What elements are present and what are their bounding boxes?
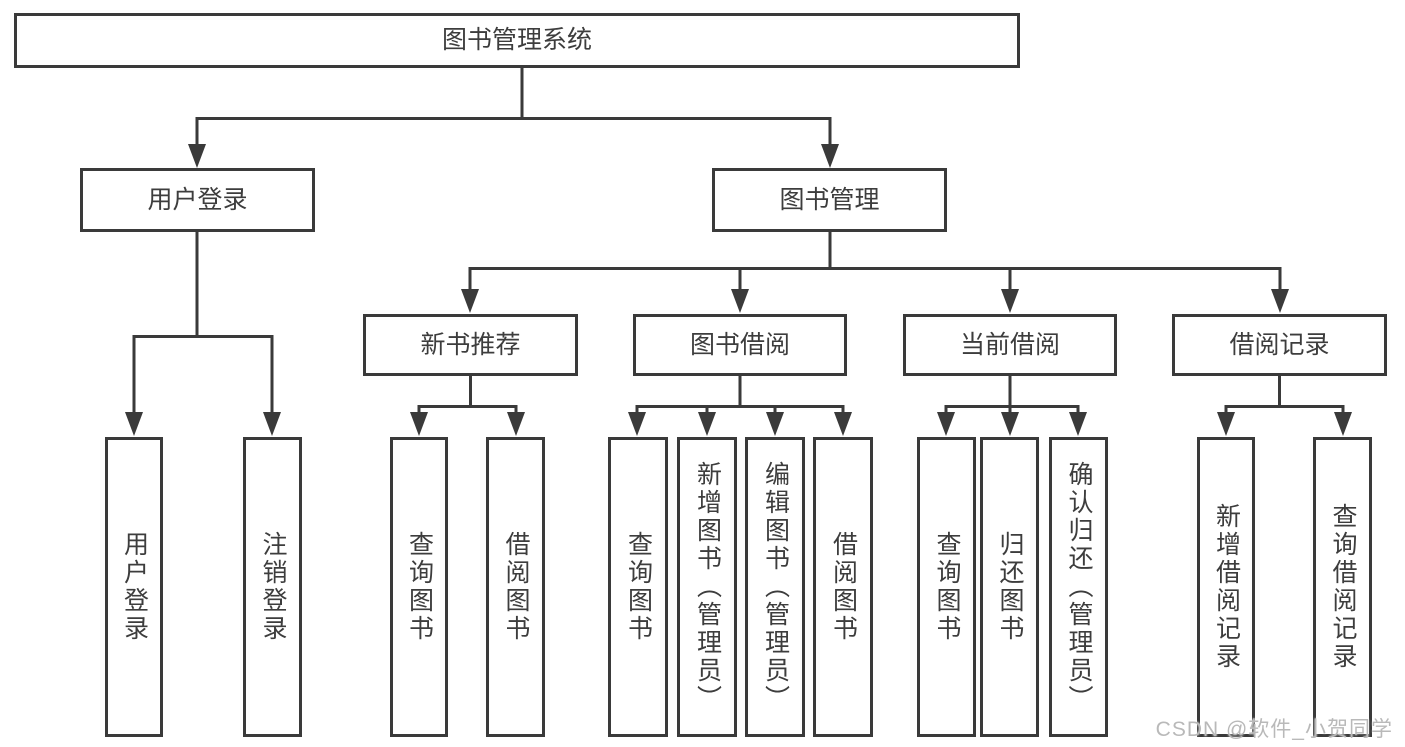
node-label: 编辑图书（管理员） <box>761 461 790 713</box>
arrowheads <box>125 144 1352 436</box>
node-label: 新增借阅记录 <box>1212 503 1241 671</box>
node-new-book-recommend: 新书推荐 <box>363 314 578 376</box>
leaf-add-book-admin: 新增图书（管理员） <box>677 437 737 737</box>
leaf-borrow-books-recommend: 借阅图书 <box>486 437 545 737</box>
node-label: 图书管理系统 <box>441 26 592 55</box>
csdn-watermark: CSDN @软件_小贺同学 <box>1155 718 1393 741</box>
leaf-confirm-return-admin: 确认归还（管理员） <box>1049 437 1108 737</box>
node-label: 新书推荐 <box>420 330 521 359</box>
leaf-add-borrow-record: 新增借阅记录 <box>1197 437 1255 737</box>
node-borrow-records: 借阅记录 <box>1172 314 1387 376</box>
leaf-edit-book-admin: 编辑图书（管理员） <box>745 437 805 737</box>
node-label: 借阅记录 <box>1229 330 1330 359</box>
leaf-return-books: 归还图书 <box>980 437 1039 737</box>
node-label: 用户登录 <box>120 531 149 643</box>
node-book-management: 图书管理 <box>712 168 947 232</box>
node-current-borrowing: 当前借阅 <box>903 314 1117 376</box>
node-label: 注销登录 <box>259 531 287 643</box>
node-label: 查询图书 <box>405 531 434 643</box>
node-book-borrowing: 图书借阅 <box>633 314 847 376</box>
leaf-user-login: 用户登录 <box>105 437 163 737</box>
leaf-logout: 注销登录 <box>243 437 302 737</box>
node-label: 借阅图书 <box>829 531 858 643</box>
node-label: 当前借阅 <box>959 330 1060 359</box>
leaf-query-books-recommend: 查询图书 <box>390 437 448 737</box>
leaf-query-borrow-record: 查询借阅记录 <box>1313 437 1372 737</box>
node-label: 借阅图书 <box>502 531 530 643</box>
leaf-query-books-current: 查询图书 <box>917 437 976 737</box>
node-library-system: 图书管理系统 <box>14 13 1020 68</box>
node-label: 新增图书（管理员） <box>693 461 722 713</box>
node-label: 用户登录 <box>147 185 248 214</box>
node-label: 查询借阅记录 <box>1329 503 1357 671</box>
node-label: 确认归还（管理员） <box>1065 461 1093 713</box>
node-label: 图书管理 <box>779 185 880 214</box>
node-label: 查询图书 <box>624 531 653 643</box>
node-user-login: 用户登录 <box>80 168 315 232</box>
leaf-query-books-borrowing: 查询图书 <box>608 437 668 737</box>
node-label: 归还图书 <box>996 531 1024 643</box>
node-label: 查询图书 <box>933 531 961 643</box>
leaf-borrow-books-borrowing: 借阅图书 <box>813 437 873 737</box>
node-label: 图书借阅 <box>689 330 790 359</box>
